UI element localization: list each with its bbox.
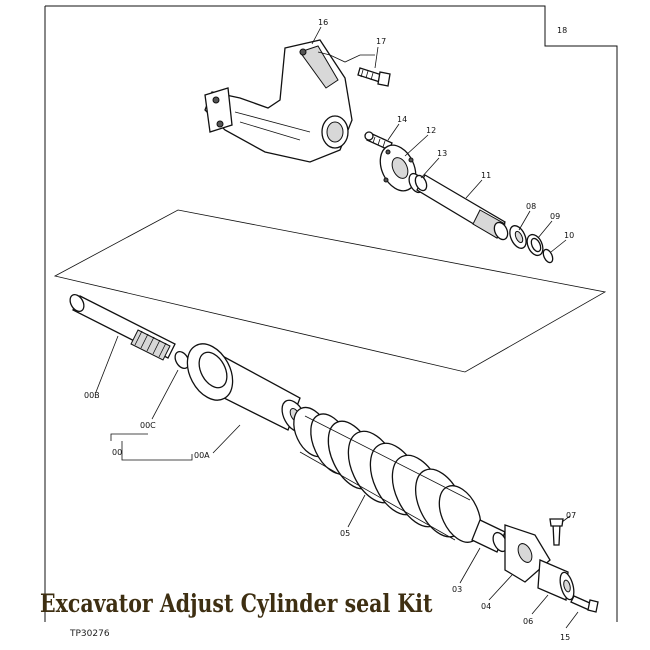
callout-05: 05	[340, 529, 350, 538]
leader-line	[317, 51, 375, 63]
callout-15: 15	[560, 633, 570, 642]
bushing-03-part	[471, 519, 508, 553]
callout-06: 06	[523, 617, 533, 626]
piston-rod-00b-part	[69, 293, 176, 361]
oring-00c-part	[174, 350, 190, 370]
callout-03: 03	[452, 585, 462, 594]
bolt-17-part	[357, 67, 391, 87]
callout-04: 04	[481, 602, 491, 611]
rod-11-part	[414, 174, 509, 241]
figure-code: TP30276	[69, 629, 110, 639]
callout-00b: 00B	[84, 391, 100, 400]
cylinder-body-00a-part	[186, 343, 307, 433]
leader-lines	[95, 26, 579, 629]
callout-07: 07	[566, 511, 576, 520]
callout-18: 18	[557, 26, 567, 35]
coil-spring-05-part	[293, 406, 482, 543]
callout-08: 08	[526, 202, 536, 211]
end-plate-04-part	[504, 524, 551, 583]
callout-00: 00	[112, 448, 122, 457]
callout-11: 11	[481, 171, 491, 180]
callout-00c: 00C	[140, 421, 156, 430]
subassembly-outline	[53, 209, 607, 373]
seal-09-part	[526, 233, 544, 257]
collar-06-part	[537, 559, 575, 601]
callout-13: 13	[437, 149, 447, 158]
callout-12: 12	[426, 126, 436, 135]
callout-10: 10	[564, 231, 574, 240]
callout-09: 09	[550, 212, 560, 221]
flange-12-part	[379, 144, 417, 192]
bolt-07-part	[549, 518, 564, 546]
page-frame	[44, 5, 618, 622]
callout-16: 16	[318, 18, 328, 27]
snap-ring-10-part	[542, 248, 554, 264]
callout-00a: 00A	[194, 451, 210, 460]
bolt-15-part	[570, 595, 599, 613]
seal-08-part	[509, 225, 527, 249]
callout-14: 14	[397, 115, 407, 124]
yoke-bracket-part	[204, 39, 353, 163]
callout-17: 17	[376, 37, 386, 46]
product-title: Excavator Adjust Cylinder seal Kit	[40, 590, 433, 618]
